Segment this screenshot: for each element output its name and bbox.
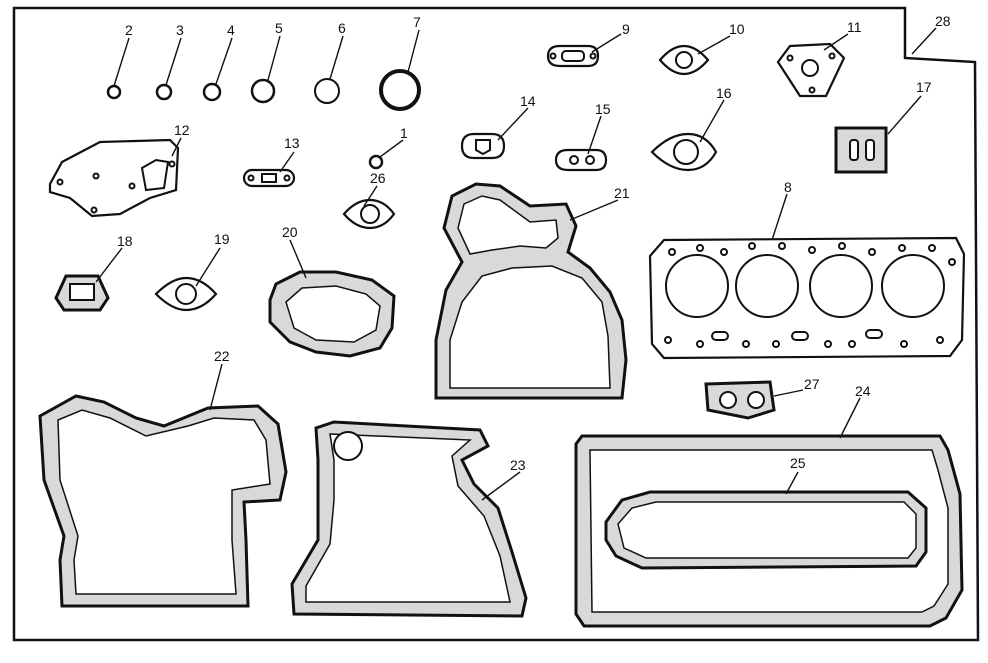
callout-27: 27 <box>804 376 820 392</box>
callout-11: 11 <box>847 19 862 35</box>
callout-18: 18 <box>117 233 133 249</box>
o-ring-5 <box>250 78 276 104</box>
callout-20: 20 <box>282 224 298 240</box>
callout-26: 26 <box>370 170 386 186</box>
o-ring-2 <box>106 84 122 100</box>
gasket-27 <box>704 380 776 420</box>
o-ring-7 <box>379 69 421 111</box>
callout-24: 24 <box>855 383 871 399</box>
gasket-15 <box>554 148 608 172</box>
callout-12: 12 <box>174 122 190 138</box>
callout-3: 3 <box>176 22 184 38</box>
callout-15: 15 <box>595 101 611 117</box>
gasket-13 <box>242 168 296 188</box>
gasket-16 <box>650 132 718 172</box>
callout-4: 4 <box>227 22 235 38</box>
gasket-20 <box>268 270 396 358</box>
gasket-22 <box>38 394 288 608</box>
callout-16: 16 <box>716 85 732 101</box>
callout-17: 17 <box>916 79 932 95</box>
callout-2: 2 <box>125 22 133 38</box>
gasket-9 <box>546 44 600 68</box>
callout-1: 1 <box>400 125 408 141</box>
callout-8: 8 <box>784 179 792 195</box>
gasket-10 <box>658 44 710 76</box>
gasket-23 <box>290 420 528 618</box>
o-ring-6 <box>314 78 340 104</box>
callout-5: 5 <box>275 20 283 36</box>
callout-25: 25 <box>790 455 806 471</box>
leader-lines <box>95 27 937 501</box>
callout-22: 22 <box>214 348 230 364</box>
gasket-14 <box>460 132 506 160</box>
callout-10: 10 <box>729 21 745 37</box>
gasket-12 <box>48 138 180 218</box>
callout-21: 21 <box>614 185 630 201</box>
gasket-17 <box>834 126 888 174</box>
callout-23: 23 <box>510 457 526 473</box>
gasket-8 <box>648 236 966 360</box>
callout-6: 6 <box>338 20 346 36</box>
callout-28: 28 <box>935 13 951 29</box>
o-ring-3 <box>155 83 173 101</box>
gasket-19 <box>154 276 218 312</box>
gasket-21 <box>434 182 628 400</box>
callout-14: 14 <box>520 93 536 109</box>
backing-board-outline <box>12 6 980 642</box>
gasket-25 <box>604 490 928 570</box>
callout-7: 7 <box>413 14 421 30</box>
callout-9: 9 <box>622 21 630 37</box>
callout-13: 13 <box>284 135 300 151</box>
gasket-18 <box>54 274 110 312</box>
gasket-11 <box>776 42 846 98</box>
gasket-26 <box>342 198 396 230</box>
callout-19: 19 <box>214 231 230 247</box>
o-ring-1 <box>368 154 384 170</box>
o-ring-4 <box>202 82 222 102</box>
